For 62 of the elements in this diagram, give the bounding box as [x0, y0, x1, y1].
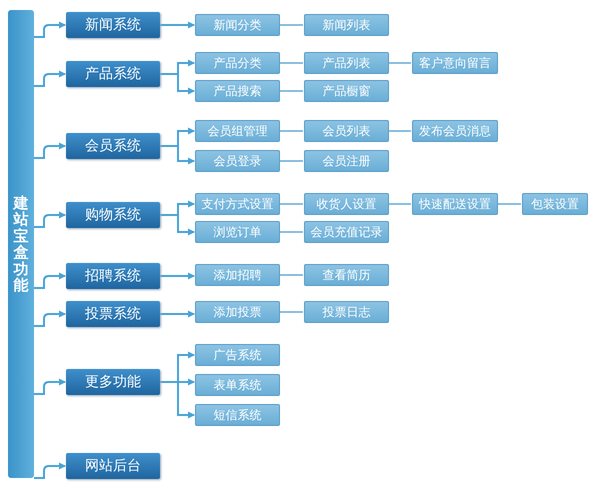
feature-box: 支付方式设置 — [195, 193, 280, 215]
feature-box: 广告系统 — [195, 344, 280, 366]
arrow — [34, 378, 66, 395]
arrow — [160, 22, 195, 28]
arrow — [160, 381, 195, 418]
arrow — [160, 272, 195, 280]
feature-box: 添加招聘 — [195, 264, 280, 286]
arrow — [34, 142, 66, 159]
connector-line — [389, 130, 411, 132]
feature-box: 新闻分类 — [195, 14, 280, 36]
arrow — [160, 145, 195, 164]
connector-line — [280, 62, 303, 64]
feature-box: 包装设置 — [522, 193, 588, 215]
arrow — [34, 272, 66, 289]
feature-box: 客户意向留言 — [412, 52, 498, 74]
feature-box: 产品橱窗 — [304, 80, 389, 102]
module-box: 新闻系统 — [66, 12, 160, 38]
feature-box: 投票日志 — [304, 301, 389, 323]
connector-line — [280, 24, 303, 26]
arrow — [34, 310, 66, 327]
arrow — [34, 462, 66, 479]
connector-line — [280, 274, 303, 276]
connector-line — [280, 231, 303, 233]
feature-box: 会员登录 — [195, 150, 280, 172]
module-box: 网站后台 — [66, 453, 160, 479]
feature-box: 新闻列表 — [304, 14, 389, 36]
feature-box: 浏览订单 — [195, 221, 280, 243]
module-box: 产品系统 — [66, 61, 160, 87]
connector-line — [389, 203, 411, 205]
arrow — [160, 214, 195, 236]
arrow — [34, 70, 66, 87]
arrow — [160, 310, 195, 318]
connector-line — [280, 130, 303, 132]
arrow — [34, 212, 66, 228]
feature-box: 会员充值记录 — [304, 221, 389, 243]
feature-box: 产品搜索 — [195, 80, 280, 102]
module-box: 更多功能 — [66, 369, 160, 395]
module-box: 招聘系统 — [66, 263, 160, 289]
connector-line — [280, 160, 303, 162]
feature-box: 会员列表 — [304, 120, 389, 142]
arrow — [160, 73, 195, 94]
connector-line — [498, 203, 521, 205]
module-box: 投票系统 — [66, 301, 160, 327]
feature-box: 短信系统 — [195, 404, 280, 426]
feature-box: 产品分类 — [195, 52, 280, 74]
feature-box: 表单系统 — [195, 374, 280, 396]
feature-box: 会员组管理 — [195, 120, 280, 142]
category-bar: 建站宝盒功能 — [8, 10, 34, 478]
arrow — [34, 22, 66, 38]
feature-box: 快速配送设置 — [412, 193, 498, 215]
feature-box: 发布会员消息 — [412, 120, 498, 142]
feature-box: 会员注册 — [304, 150, 389, 172]
feature-box: 收货人设置 — [304, 193, 389, 215]
module-box: 购物系统 — [66, 202, 160, 228]
connector-line — [280, 203, 303, 205]
feature-box: 查看简历 — [304, 264, 389, 286]
feature-box: 产品列表 — [304, 52, 389, 74]
module-box: 会员系统 — [66, 133, 160, 159]
connector-line — [280, 311, 303, 313]
connector-line — [280, 90, 303, 92]
connector-line — [389, 62, 411, 64]
feature-box: 添加投票 — [195, 301, 280, 323]
